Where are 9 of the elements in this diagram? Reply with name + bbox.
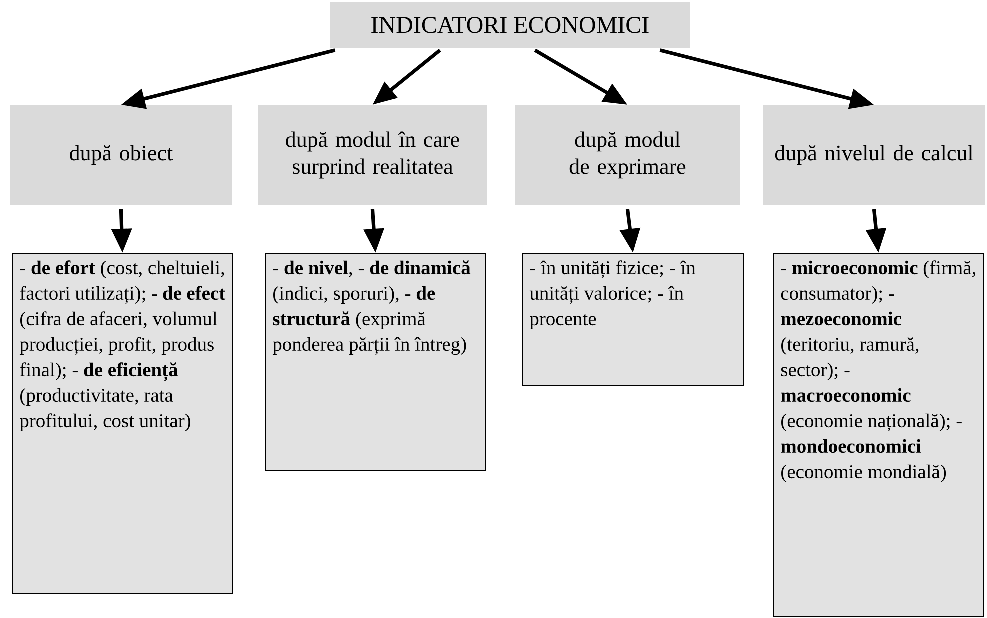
heading-box: INDICATORI ECONOMICI: [330, 2, 690, 48]
list-box: - de efort (cost, cheltuieli, factori utilizați); - de efect (cifra de afaceri, volumul producției, profit, produs final); - de eficiență (productivitate, rata profitului, cost unitar): [12, 253, 234, 594]
list-box: - de nivel, - de dinamică (indici, sporuri), - de structură (exprimă ponderea părții în întreg): [265, 253, 486, 472]
category-box: după nivelul de calcul: [763, 105, 986, 206]
list-box: - în unități fizice; - în unități valorice; - în procente: [522, 253, 744, 386]
category-box: după modul de exprimare: [515, 105, 740, 206]
category-box: după modul în care surprind realitatea: [258, 105, 488, 206]
category-box: după obiect: [10, 105, 232, 206]
list-box: - microeconomic (firmă, consumator); - mezoeconomic (teritoriu, ramură, sector); - macroeconomic (economie națională); - mondoeconomici (economie mondială): [773, 253, 984, 618]
